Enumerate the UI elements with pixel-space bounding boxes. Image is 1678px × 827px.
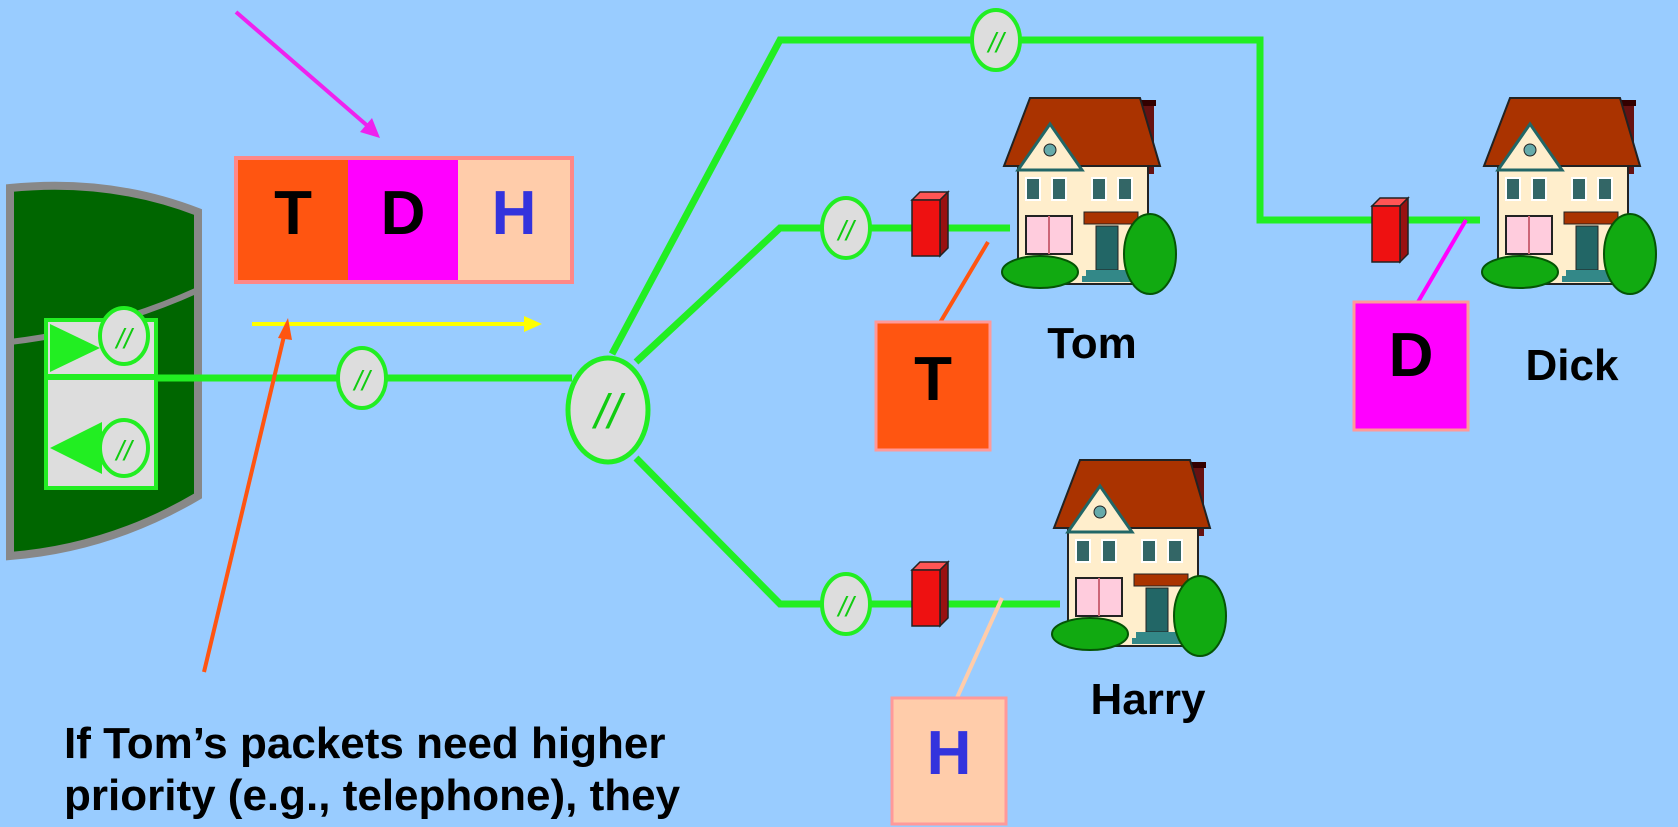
red-box-icon <box>911 561 949 627</box>
tom-label: Tom <box>1047 319 1137 368</box>
tom-packet-tag: T <box>874 320 992 452</box>
dick-house-icon <box>1480 96 1658 296</box>
tom-house-icon <box>1000 96 1178 296</box>
dick-packet-label: D <box>1389 321 1434 390</box>
queue-packet-t-label: T <box>274 179 312 248</box>
splice-oval-icon <box>98 418 150 478</box>
queue-packet-d-label: D <box>381 179 426 248</box>
red-box-icon <box>911 191 949 257</box>
receive-triangle-icon <box>50 422 102 474</box>
splice-oval-icon <box>98 306 150 366</box>
splice-symbol: // <box>114 435 135 466</box>
port-transmit: // <box>44 306 158 378</box>
port-receive: // <box>44 376 158 490</box>
splice-oval-large-icon <box>565 355 651 465</box>
orange-arrow-icon <box>202 318 292 673</box>
queue-packet-h-label: H <box>492 179 537 248</box>
harry-label: Harry <box>1091 675 1206 724</box>
dick-packet-tag: D <box>1352 300 1470 432</box>
harry-house-icon <box>1050 458 1228 658</box>
red-box-icon <box>1371 197 1409 263</box>
splice-oval-icon <box>820 196 872 260</box>
caption-text: If Tom’s packets need higher priority (e… <box>64 719 681 820</box>
splice-oval-icon <box>970 8 1022 72</box>
splice-symbol: // <box>592 386 626 439</box>
harry-packet-label: H <box>927 719 972 788</box>
harry-connector <box>954 597 1004 701</box>
splice-symbol: // <box>836 591 857 622</box>
yellow-arrow-icon <box>252 316 542 332</box>
dick-connector <box>1416 218 1468 304</box>
splice-oval-icon <box>820 572 872 636</box>
splice-symbol: // <box>836 215 857 246</box>
queue-packet-h <box>458 160 570 280</box>
tom-packet-label: T <box>914 345 952 414</box>
splice-symbol: // <box>352 365 373 396</box>
tom-connector <box>936 240 990 328</box>
queue-packet-d <box>348 160 458 280</box>
dick-label: Dick <box>1526 341 1619 390</box>
packet-queue: T D H <box>234 156 574 284</box>
harry-packet-tag: H <box>890 696 1008 826</box>
magenta-arrow-icon <box>234 10 380 138</box>
queue-packet-t <box>238 160 348 280</box>
splice-oval-icon <box>336 346 388 410</box>
splice-symbol: // <box>114 323 135 354</box>
splice-symbol: // <box>986 27 1007 58</box>
transmit-triangle-icon <box>50 324 100 372</box>
